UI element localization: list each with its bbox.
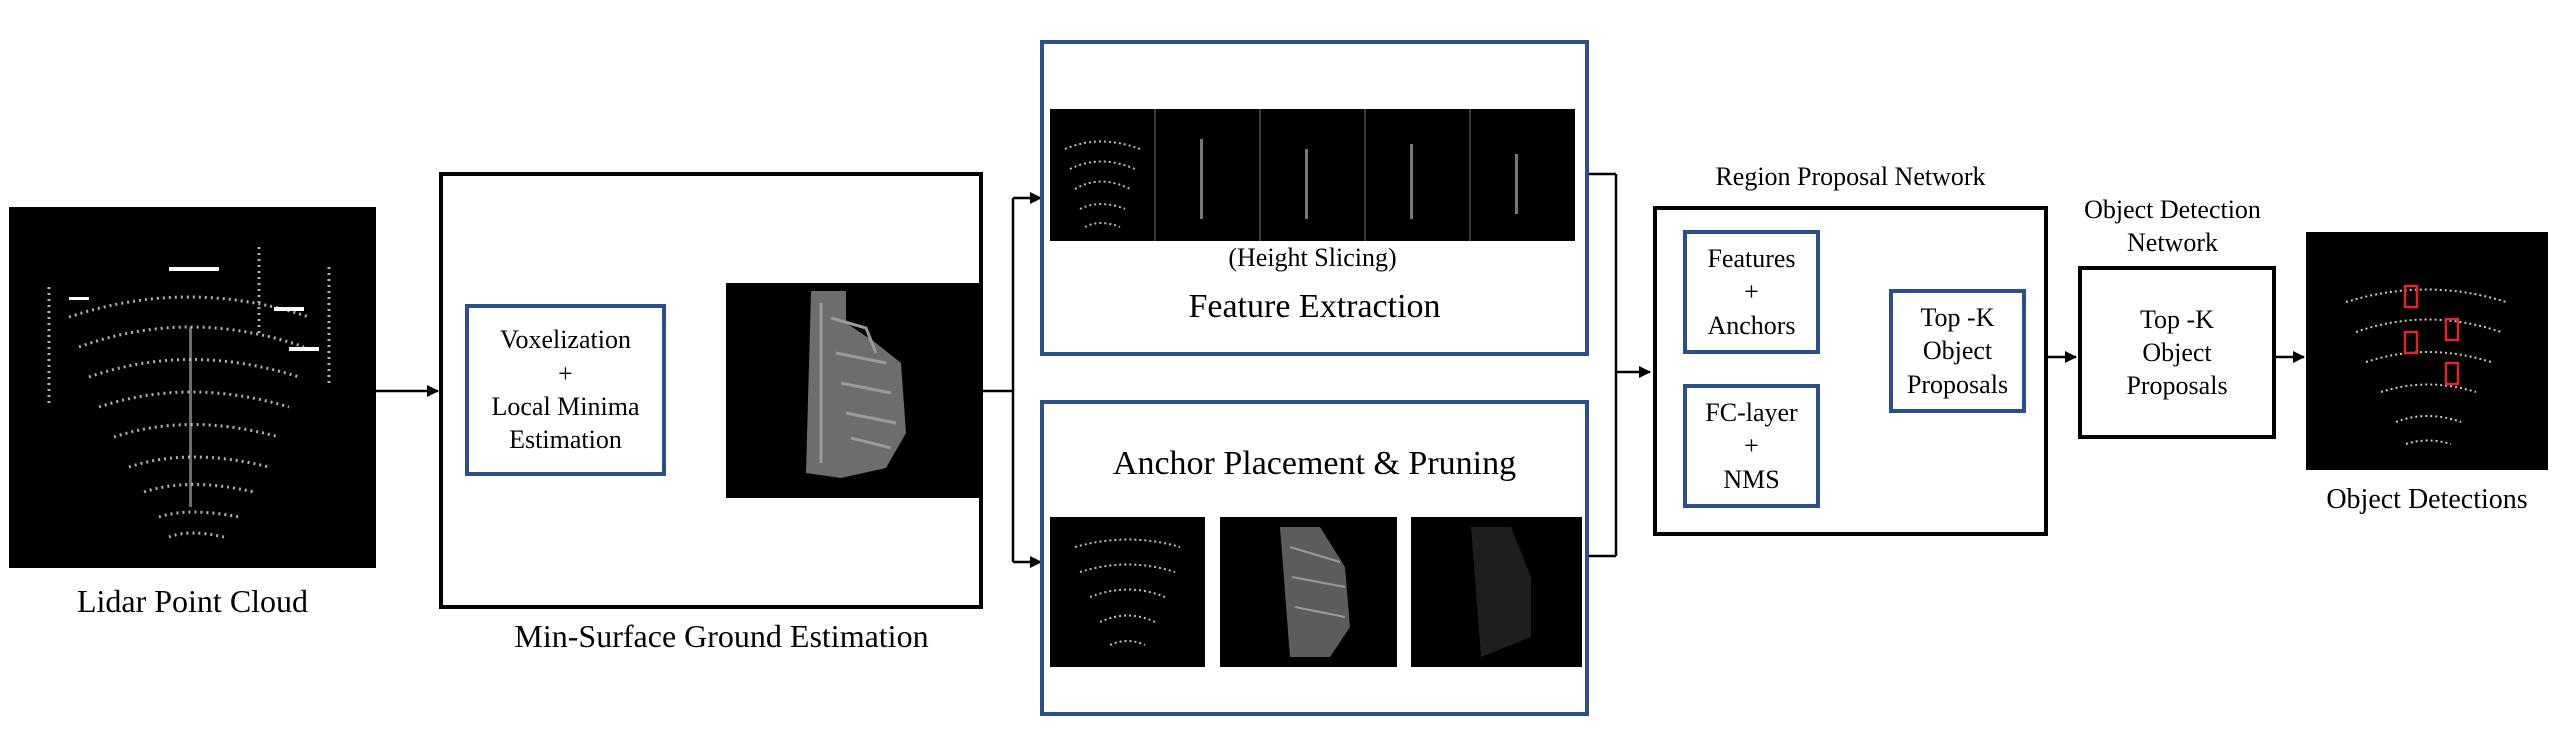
anchor-image-2	[1220, 517, 1397, 667]
odn-box	[2078, 266, 2276, 439]
object-detections-image	[2306, 232, 2548, 470]
features-anchors-text: Features + Anchors	[1707, 244, 1796, 340]
anchor-image-1	[1050, 517, 1205, 667]
min-surface-ground-label: Min-Surface Ground Estimation	[514, 618, 929, 654]
feature-extraction-label: Feature Extraction	[1188, 288, 1441, 325]
object-detections-label: Object Detections	[2326, 484, 2528, 515]
height-slices-strip	[1050, 109, 1575, 241]
voxelization-text: Voxelization + Local Minima Estimation	[491, 325, 640, 455]
anchor-placement-label: Anchor Placement & Pruning	[1112, 445, 1517, 482]
rpn-label: Region Proposal Network	[1715, 162, 1986, 191]
topk-rpn-text: Top -K Object Proposals	[1906, 303, 2009, 399]
voxelization-box	[465, 304, 666, 476]
odn-label: Object Detection Network	[2084, 194, 2261, 257]
detection-boxes	[2403, 284, 2460, 386]
ground-estimation-image	[726, 283, 979, 498]
lidar-point-cloud-image	[9, 207, 376, 568]
fc-layer-text: FC-layer + NMS	[1705, 398, 1798, 494]
anchor-image-3	[1411, 517, 1582, 667]
fc-layer-box	[1683, 384, 1820, 508]
height-slicing-label: (Height Slicing)	[1228, 243, 1397, 272]
odn-text: Top -K Object Proposals	[2126, 304, 2228, 401]
topk-rpn-box	[1889, 289, 2026, 413]
lidar-point-cloud-label: Lidar Point Cloud	[76, 583, 309, 619]
features-anchors-box	[1683, 230, 1820, 354]
